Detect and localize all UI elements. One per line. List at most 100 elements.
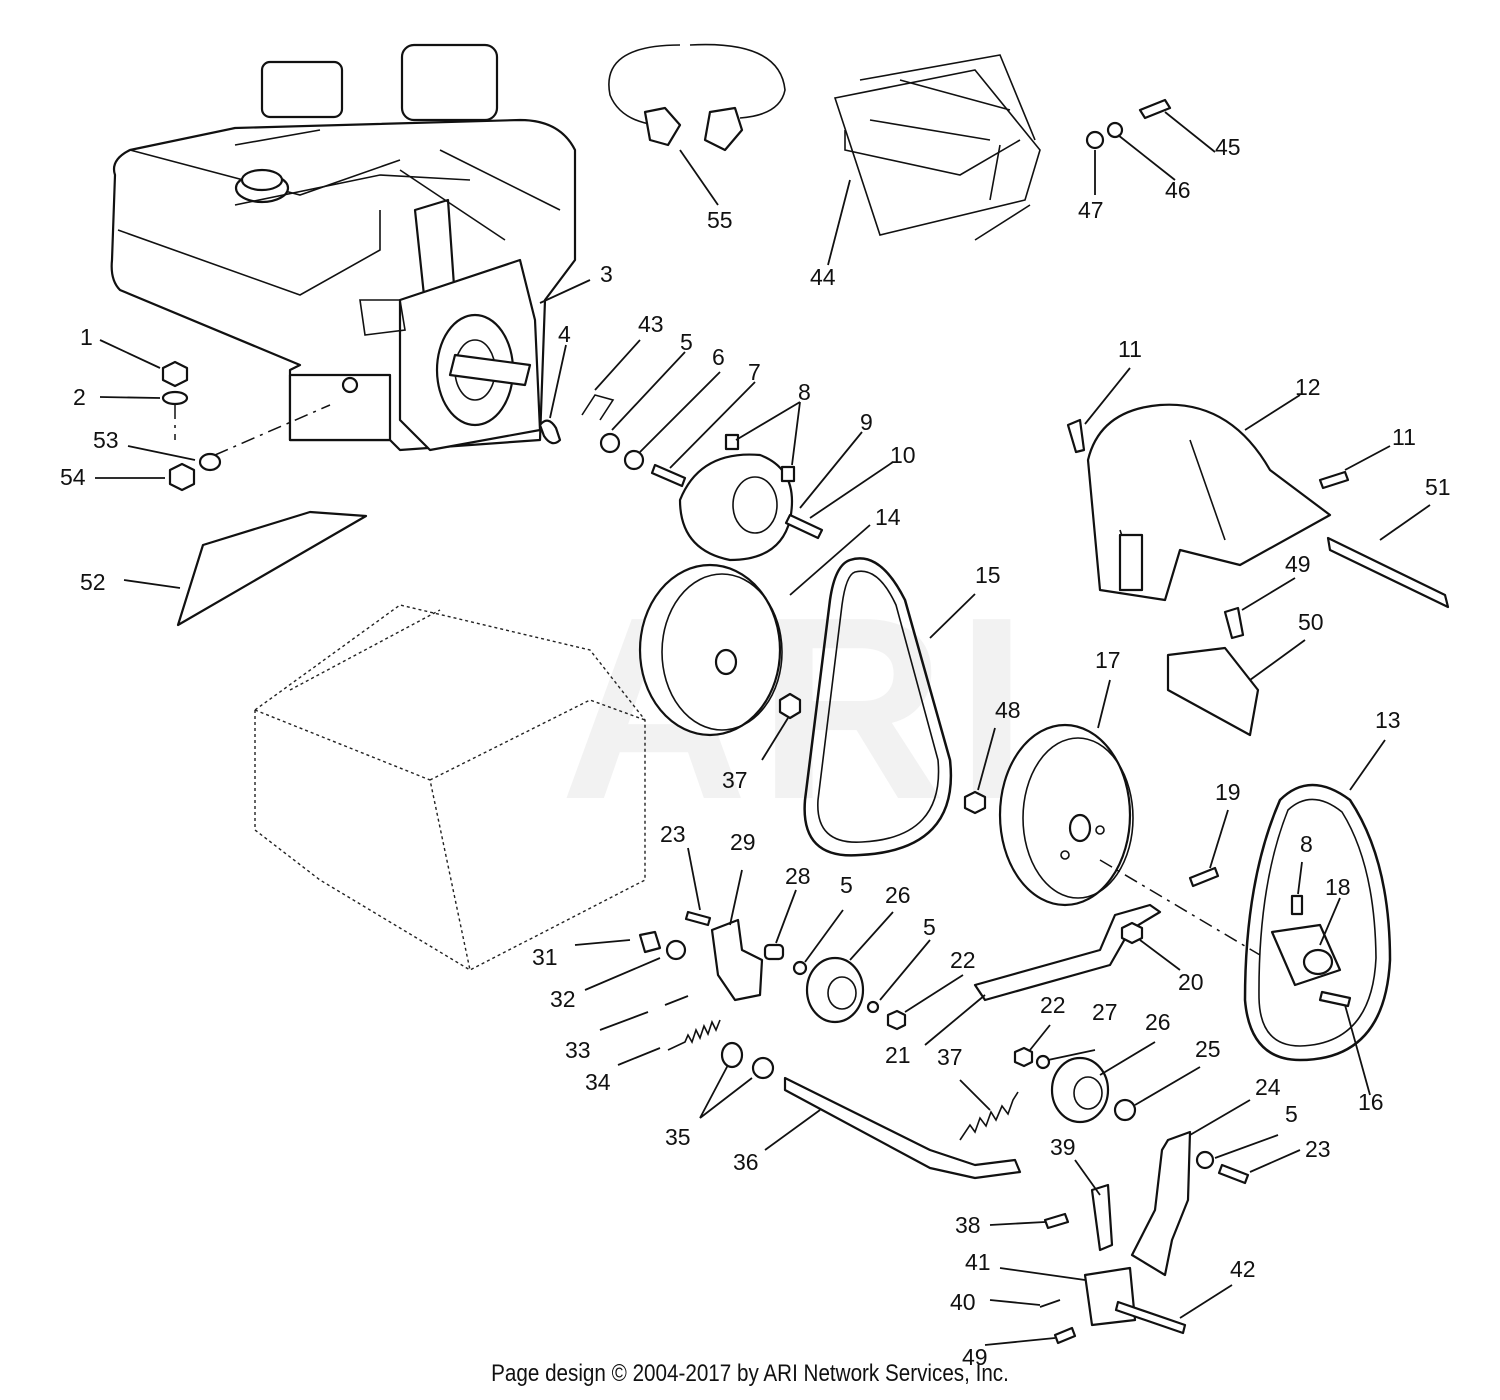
belt-13 [1243,783,1392,1062]
nut-48 [963,790,987,815]
callout-54: 54 [60,464,86,490]
callout-26-a: 26 [885,882,911,908]
callout-5-b: 5 [840,872,853,898]
callout-20: 20 [1178,969,1204,995]
callout-49-b: 49 [962,1344,988,1370]
callout-5-c: 5 [923,914,936,940]
callout-28: 28 [785,863,811,889]
callout-48: 48 [995,697,1021,723]
bracket-39 [1090,1183,1114,1252]
callout-12: 12 [1295,374,1321,400]
rod-36 [783,1076,1022,1180]
callout-42: 42 [1230,1256,1256,1282]
callout-23-b: 23 [1305,1136,1331,1162]
screw-38 [1043,1212,1070,1230]
nut-22-left [886,1009,907,1031]
callout-38: 38 [955,1212,981,1238]
callout-45: 45 [1215,134,1241,160]
callout-18: 18 [1325,874,1351,900]
callout-44: 44 [810,264,836,290]
pulley-17 [998,723,1134,907]
callout-5-a: 5 [680,329,693,355]
callout-13: 13 [1375,707,1401,733]
callout-37-b: 37 [937,1044,963,1070]
callout-24: 24 [1255,1074,1281,1100]
auger-housing-phantom [254,604,646,971]
idler-arm-21 [973,903,1162,1002]
screw-49-lower [1053,1326,1077,1345]
callout-33: 33 [565,1037,591,1063]
washer-47 [1085,130,1105,150]
callout-1: 1 [80,324,93,350]
plate-52 [176,510,368,627]
pin-40 [1039,1299,1061,1308]
washer-5-b [866,1000,880,1014]
idler-pulley-26-upper [805,956,865,1024]
belt-15 [803,557,953,857]
copyright-footer: Page design © 2004-2017 by ARI Network S… [491,1360,1009,1387]
callout-11-a: 11 [1118,336,1142,362]
bracket-29 [710,918,764,1002]
callout-21: 21 [885,1042,911,1068]
callout-labels: 1 2 3 4 5 5 5 5 6 7 8 8 9 10 11 11 12 13… [60,134,1451,1370]
callout-35: 35 [665,1124,691,1150]
callout-27: 27 [1092,999,1118,1025]
engine-assembly [110,43,577,452]
callout-9: 9 [860,409,873,435]
screw-11-right [1318,470,1350,490]
screw-11-left [1066,418,1086,454]
engine-mount-hardware [161,360,331,492]
belt-13-inner [1258,798,1377,1047]
bushing-35-a [720,1041,744,1069]
callout-34: 34 [585,1069,611,1095]
leader-lines [95,111,1431,1346]
bolt-19 [1188,866,1220,888]
spring-34 [667,1019,721,1051]
callout-15: 15 [975,562,1001,588]
callout-2: 2 [73,384,86,410]
callout-25: 25 [1195,1036,1221,1062]
callout-6: 6 [712,344,725,370]
callout-14: 14 [875,504,901,530]
callout-5-d: 5 [1285,1101,1298,1127]
set-screw-8-right [1290,894,1304,916]
callout-29: 29 [730,829,756,855]
belt-15-inner [817,570,940,843]
callout-50: 50 [1298,609,1324,635]
callout-17: 17 [1095,647,1121,673]
bolt-16 [1318,990,1352,1008]
belt-guard-12 [1086,403,1332,602]
screw-45 [1138,98,1172,120]
callout-4: 4 [558,321,571,347]
shaft-centerline [1099,859,1261,956]
callout-46: 46 [1165,177,1191,203]
callout-40: 40 [950,1289,976,1315]
nut-22-right [1013,1046,1034,1068]
callout-26-b: 26 [1145,1009,1171,1035]
callout-31: 31 [532,944,558,970]
pin-33 [664,995,689,1006]
callout-32: 32 [550,986,576,1012]
callout-37-a: 37 [722,767,748,793]
drive-pulley-hardware [538,394,824,562]
bushing-35-b [751,1056,775,1080]
callout-52: 52 [80,569,106,595]
callout-8-b: 8 [1300,831,1313,857]
callout-8-a: 8 [798,379,811,405]
washer-5-c [1195,1150,1215,1170]
nut-20 [1120,921,1144,945]
cord-55 [608,43,786,152]
callout-7: 7 [748,359,761,385]
spring-37-lower [959,1091,1019,1141]
callout-3: 3 [600,261,613,287]
callout-23-a: 23 [660,821,686,847]
callout-39: 39 [1050,1134,1076,1160]
washer-27 [1035,1054,1051,1070]
callout-51: 51 [1425,474,1451,500]
wire-grill-44 [833,54,1041,241]
washer-32 [665,939,687,961]
callout-22-b: 22 [1040,992,1066,1018]
callout-22-a: 22 [950,947,976,973]
arm-24 [1130,1130,1192,1277]
